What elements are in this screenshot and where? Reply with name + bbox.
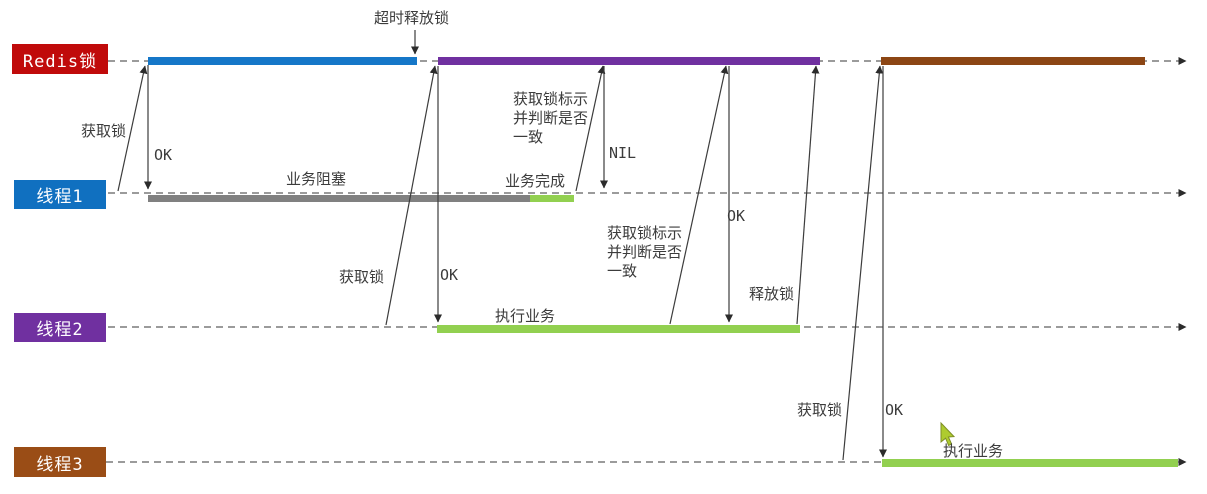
thread2-release-lock-label: 释放锁 (749, 285, 795, 303)
thread1-acquire-lock-label: 获取锁 (81, 122, 127, 140)
thread2-check-token-label: 获取锁标示 并判断是否 一致 (607, 224, 683, 280)
thread3-ok-label: OK (885, 401, 904, 419)
redis-lock-held-by-thread2-bar (438, 57, 820, 65)
thread2-release-lock-arrow (796, 65, 820, 325)
thread2-check-token-arrow (669, 65, 729, 325)
lane-label-thread2: 线程2 (14, 313, 106, 342)
thread2-acquire-lock-label: 获取锁 (339, 268, 385, 286)
thread1-business-blocked-bar (148, 195, 530, 202)
thread1-acquire-lock-arrow (117, 65, 148, 192)
lane-label-thread1: 线程1 (14, 180, 106, 209)
timeout-release-label: 超时释放锁 (374, 9, 450, 27)
thread3-acquire-lock-arrow (842, 65, 884, 461)
thread1-check-token-arrow (575, 65, 606, 192)
message-arrows (117, 30, 887, 461)
thread2-ok-label: OK (440, 266, 459, 284)
thread1-check-token-label: 获取锁标示 并判断是否 一致 (513, 90, 589, 146)
redis-lock-held-by-thread1-bar (148, 57, 417, 65)
thread1-ok-label: OK (154, 146, 173, 164)
lane-label-thread3: 线程3 (14, 447, 106, 477)
thread3-acquire-lock-label: 获取锁 (797, 401, 843, 419)
lane-label-redis-lock: Redis锁 (12, 44, 108, 74)
duration-bars (148, 57, 1178, 467)
thread1-business-done-label: 业务完成 (505, 172, 566, 190)
thread2-check-ok-label: OK (727, 207, 746, 225)
thread1-nil-label: NIL (609, 144, 637, 162)
redis-lock-held-by-thread3-bar (881, 57, 1145, 65)
thread3-execute-label: 执行业务 (943, 442, 1004, 460)
thread1-business-blocked-label: 业务阻塞 (286, 170, 347, 188)
thread1-business-done-bar (530, 195, 574, 202)
thread3-execute-business-bar (882, 459, 1178, 467)
thread2-execute-business-bar (437, 325, 800, 333)
thread2-execute-label: 执行业务 (495, 307, 556, 325)
thread2-acquire-lock-arrow (385, 65, 438, 326)
mouse-cursor-icon (940, 421, 956, 447)
